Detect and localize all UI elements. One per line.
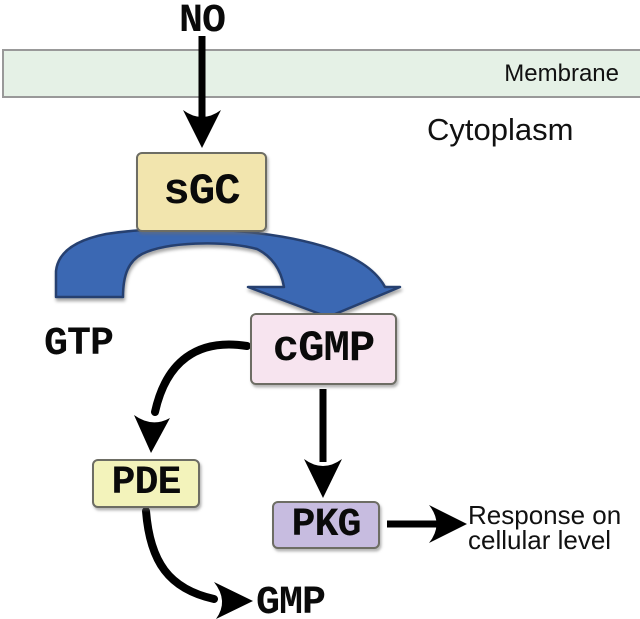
response-text: Response on cellular level bbox=[468, 500, 622, 555]
gtp-to-cgmp-blue-arrow bbox=[54, 227, 402, 319]
pkg-to-response-arrow bbox=[387, 505, 467, 543]
no-label: NO bbox=[178, 0, 226, 44]
membrane-bar: Membrane bbox=[2, 49, 640, 98]
pde-node: PDE bbox=[92, 459, 200, 508]
sgc-node-label: sGC bbox=[163, 167, 240, 217]
cgmp-to-pkg-arrow bbox=[304, 389, 342, 498]
sgc-node: sGC bbox=[136, 152, 267, 232]
pde-to-gmp-arrow bbox=[142, 507, 253, 619]
cytoplasm-label: Cytoplasm bbox=[427, 112, 574, 147]
no-to-sgc-arrow bbox=[183, 36, 221, 148]
pde-node-label: PDE bbox=[111, 461, 181, 506]
cgmp-to-pde-arrow bbox=[134, 340, 251, 453]
membrane-label: Membrane bbox=[504, 59, 619, 87]
response-line1: Response on bbox=[468, 500, 622, 530]
response-line2: cellular level bbox=[468, 525, 612, 555]
gmp-label: GMP bbox=[256, 581, 326, 619]
pkg-node-label: PKG bbox=[291, 502, 361, 548]
gtp-label: GTP bbox=[44, 322, 114, 367]
cgmp-node-label: cGMP bbox=[272, 324, 376, 374]
pkg-node: PKG bbox=[272, 501, 380, 549]
cgmp-node: cGMP bbox=[250, 313, 397, 385]
